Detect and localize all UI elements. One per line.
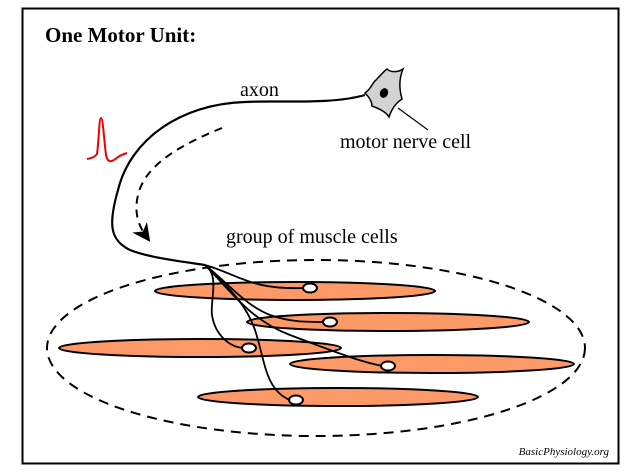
action-potential-icon — [86, 116, 128, 163]
motor-neuron — [363, 66, 405, 119]
axon-branch-4 — [204, 264, 384, 367]
motor-nerve-cell-label: motor nerve cell — [340, 131, 471, 153]
axon-branch-2 — [204, 264, 326, 323]
muscle-group-label: group of muscle cells — [226, 226, 398, 248]
axon-branch-1 — [204, 264, 306, 290]
muscle-cell-4 — [289, 354, 575, 374]
motor-endplates — [241, 282, 396, 406]
axon — [111, 93, 366, 267]
endplate-1 — [302, 282, 318, 294]
axon-branch-3 — [204, 264, 246, 349]
muscle-cell-5 — [197, 387, 479, 407]
figure-title: One Motor Unit: — [45, 23, 196, 47]
axon-terminal-branches — [204, 264, 384, 401]
conduction-direction-arrow-icon — [132, 127, 223, 242]
endplate-3 — [241, 342, 257, 354]
muscle-cell-1 — [154, 281, 436, 301]
muscle-cell-3 — [58, 338, 342, 358]
neuron-nucleus-icon — [379, 88, 389, 98]
credit-text: BasicPhysiology.org — [519, 446, 610, 458]
endplate-2 — [322, 316, 338, 328]
axon-label: axon — [240, 79, 279, 101]
muscle-group-boundary — [46, 259, 586, 437]
endplate-4 — [380, 360, 396, 372]
endplate-5 — [288, 394, 304, 406]
axon-branch-5 — [204, 264, 291, 401]
nerve-cell-leader-line — [397, 107, 429, 131]
muscle-cells — [58, 281, 575, 407]
muscle-cell-2 — [246, 312, 530, 332]
